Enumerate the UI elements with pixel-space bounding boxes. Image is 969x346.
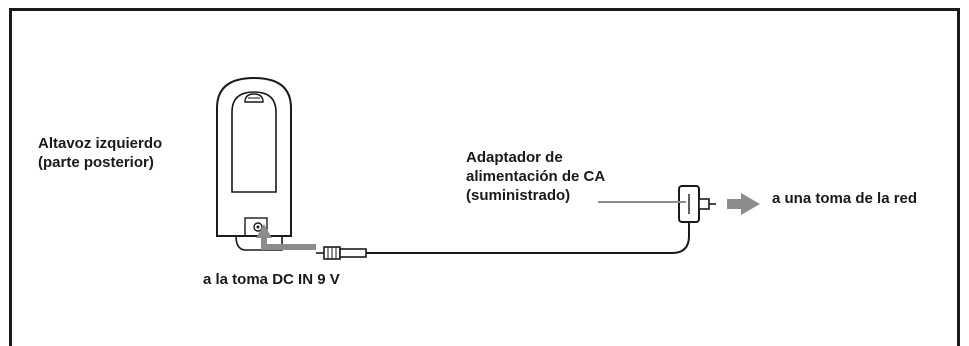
speaker-label-line2: (parte posterior)	[38, 154, 154, 171]
adapter-label-line2: alimentación de CA	[466, 168, 606, 185]
speaker-label-line1: Altavoz izquierdo	[38, 135, 163, 152]
dc-in-label: a la toma DC IN 9 V	[203, 271, 340, 288]
speaker-latch	[244, 93, 264, 103]
jack-panel	[244, 217, 268, 237]
dc-in-jack	[253, 222, 263, 232]
dc-plug	[316, 246, 367, 260]
adapter-label: Adaptador de alimentación de CA (suminis…	[466, 148, 605, 205]
adapter-label-line1: Adaptador de	[466, 149, 563, 166]
outlet-arrow-shaft	[727, 199, 741, 209]
ac-adapter	[678, 185, 716, 223]
outlet-label: a una toma de la red	[772, 190, 918, 207]
speaker-label: Altavoz izquierdo (parte posterior)	[38, 134, 162, 172]
speaker-foot	[235, 235, 283, 251]
adapter-cable	[366, 222, 690, 254]
dc-in-arrowhead	[256, 224, 272, 238]
left-speaker-rear	[216, 76, 292, 251]
speaker-panel	[231, 91, 277, 193]
outlet-arrowhead	[741, 193, 760, 215]
dc-in-arrow	[261, 236, 316, 250]
adapter-label-line3: (suministrado)	[466, 187, 571, 204]
speaker-body	[216, 76, 292, 237]
frame-border	[9, 8, 960, 346]
